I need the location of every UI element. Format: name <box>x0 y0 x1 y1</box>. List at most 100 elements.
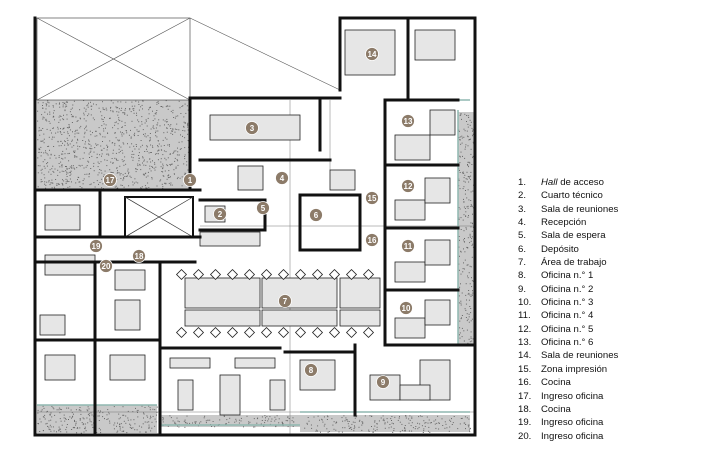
gravel-dot <box>42 430 44 432</box>
gravel-dot <box>150 415 151 417</box>
gravel-dot <box>91 414 93 416</box>
gravel-dot <box>85 166 87 168</box>
desk <box>39 314 66 336</box>
gravel-dot <box>139 431 141 433</box>
gravel-dot <box>140 146 142 148</box>
gravel-dot <box>68 168 70 169</box>
gravel-dot <box>470 179 471 181</box>
gravel-dot <box>192 422 193 424</box>
gravel-dot <box>173 169 175 171</box>
gravel-dot <box>65 418 67 420</box>
gravel-dot <box>181 185 183 187</box>
gravel-dot <box>411 422 413 424</box>
gravel-dot <box>467 205 469 207</box>
gravel-dot <box>141 186 143 188</box>
gravel-dot <box>131 150 133 152</box>
gravel-dot <box>463 172 465 174</box>
gravel-dot <box>235 418 237 420</box>
gravel-dot <box>465 424 467 425</box>
gravel-dot <box>156 411 158 413</box>
chair <box>328 268 341 281</box>
gravel-dot <box>37 165 39 167</box>
gravel-dot <box>465 228 467 230</box>
legend-item: 3.Sala de reuniones <box>518 203 618 216</box>
gravel-dot <box>392 431 394 433</box>
gravel-dot <box>134 132 136 134</box>
legend-label: Ingreso oficina <box>541 430 604 442</box>
gravel-dot <box>465 190 466 191</box>
gravel-dot <box>70 114 72 116</box>
gravel-dot <box>43 174 45 176</box>
gravel-dot <box>464 174 466 176</box>
gravel-dot <box>170 176 171 178</box>
gravel-dot <box>374 421 376 423</box>
gravel-dot <box>469 236 471 238</box>
gravel-dot <box>417 422 419 424</box>
gravel-dot <box>90 148 92 150</box>
gravel-dot <box>172 129 174 131</box>
gravel-dot <box>145 164 147 166</box>
gravel-dot <box>64 420 66 422</box>
gravel-dot <box>348 428 350 429</box>
gravel-dot <box>91 148 93 150</box>
gravel-area <box>37 405 157 433</box>
gravel-dot <box>125 130 127 132</box>
gravel-dot <box>404 425 406 426</box>
chair <box>311 268 324 281</box>
gravel-dot <box>459 188 461 190</box>
gravel-dot <box>87 104 89 106</box>
desk <box>299 359 336 391</box>
gravel-dot <box>53 430 55 432</box>
gravel-dot <box>141 426 143 428</box>
gravel-dot <box>53 408 55 410</box>
gravel-dot <box>130 111 132 113</box>
gravel-dot <box>43 407 45 409</box>
gravel-dot <box>51 187 53 189</box>
gravel-dot <box>470 331 472 333</box>
gravel-dot <box>471 244 473 246</box>
marker-number: 9 <box>381 378 386 387</box>
gravel-dot <box>469 233 471 235</box>
gravel-dot <box>96 153 98 155</box>
gravel-dot <box>71 146 73 148</box>
gravel-dot <box>40 129 42 131</box>
gravel-dot <box>89 151 91 153</box>
gravel-dot <box>52 105 54 107</box>
gravel-dot <box>131 120 133 122</box>
gravel-dot <box>468 426 470 428</box>
gravel-dot <box>172 133 174 135</box>
gravel-dot <box>57 128 59 130</box>
gravel-dot <box>145 120 147 122</box>
gravel-dot <box>115 158 117 160</box>
gravel-dot <box>156 102 158 103</box>
gravel-dot <box>55 421 57 423</box>
marker-number: 4 <box>280 174 285 183</box>
gravel-dot <box>85 125 87 127</box>
gravel-dot <box>184 421 186 423</box>
gravel-dot <box>349 427 351 429</box>
gravel-dot <box>76 432 78 434</box>
gravel-dot <box>62 179 63 181</box>
gravel-dot <box>76 427 78 429</box>
gravel-dot <box>66 426 68 428</box>
gravel-dot <box>428 419 430 421</box>
gravel-dot <box>141 116 143 118</box>
gravel-dot <box>90 101 91 103</box>
gravel-dot <box>373 428 375 430</box>
gravel-dot <box>89 130 91 132</box>
room-marker: 10 <box>399 301 413 315</box>
gravel-dot <box>48 180 50 182</box>
gravel-dot <box>163 145 165 146</box>
gravel-dot <box>463 201 465 203</box>
gravel-dot <box>467 164 469 166</box>
gravel-dot <box>59 171 61 173</box>
gravel-dot <box>160 166 162 168</box>
gravel-dot <box>156 124 158 126</box>
gravel-dot <box>99 134 101 136</box>
gravel-dot <box>471 286 473 288</box>
gravel-dot <box>144 133 146 135</box>
gravel-dot <box>101 187 103 189</box>
room-marker: 15 <box>365 191 379 205</box>
gravel-dot <box>72 131 73 133</box>
gravel-dot <box>72 427 74 429</box>
